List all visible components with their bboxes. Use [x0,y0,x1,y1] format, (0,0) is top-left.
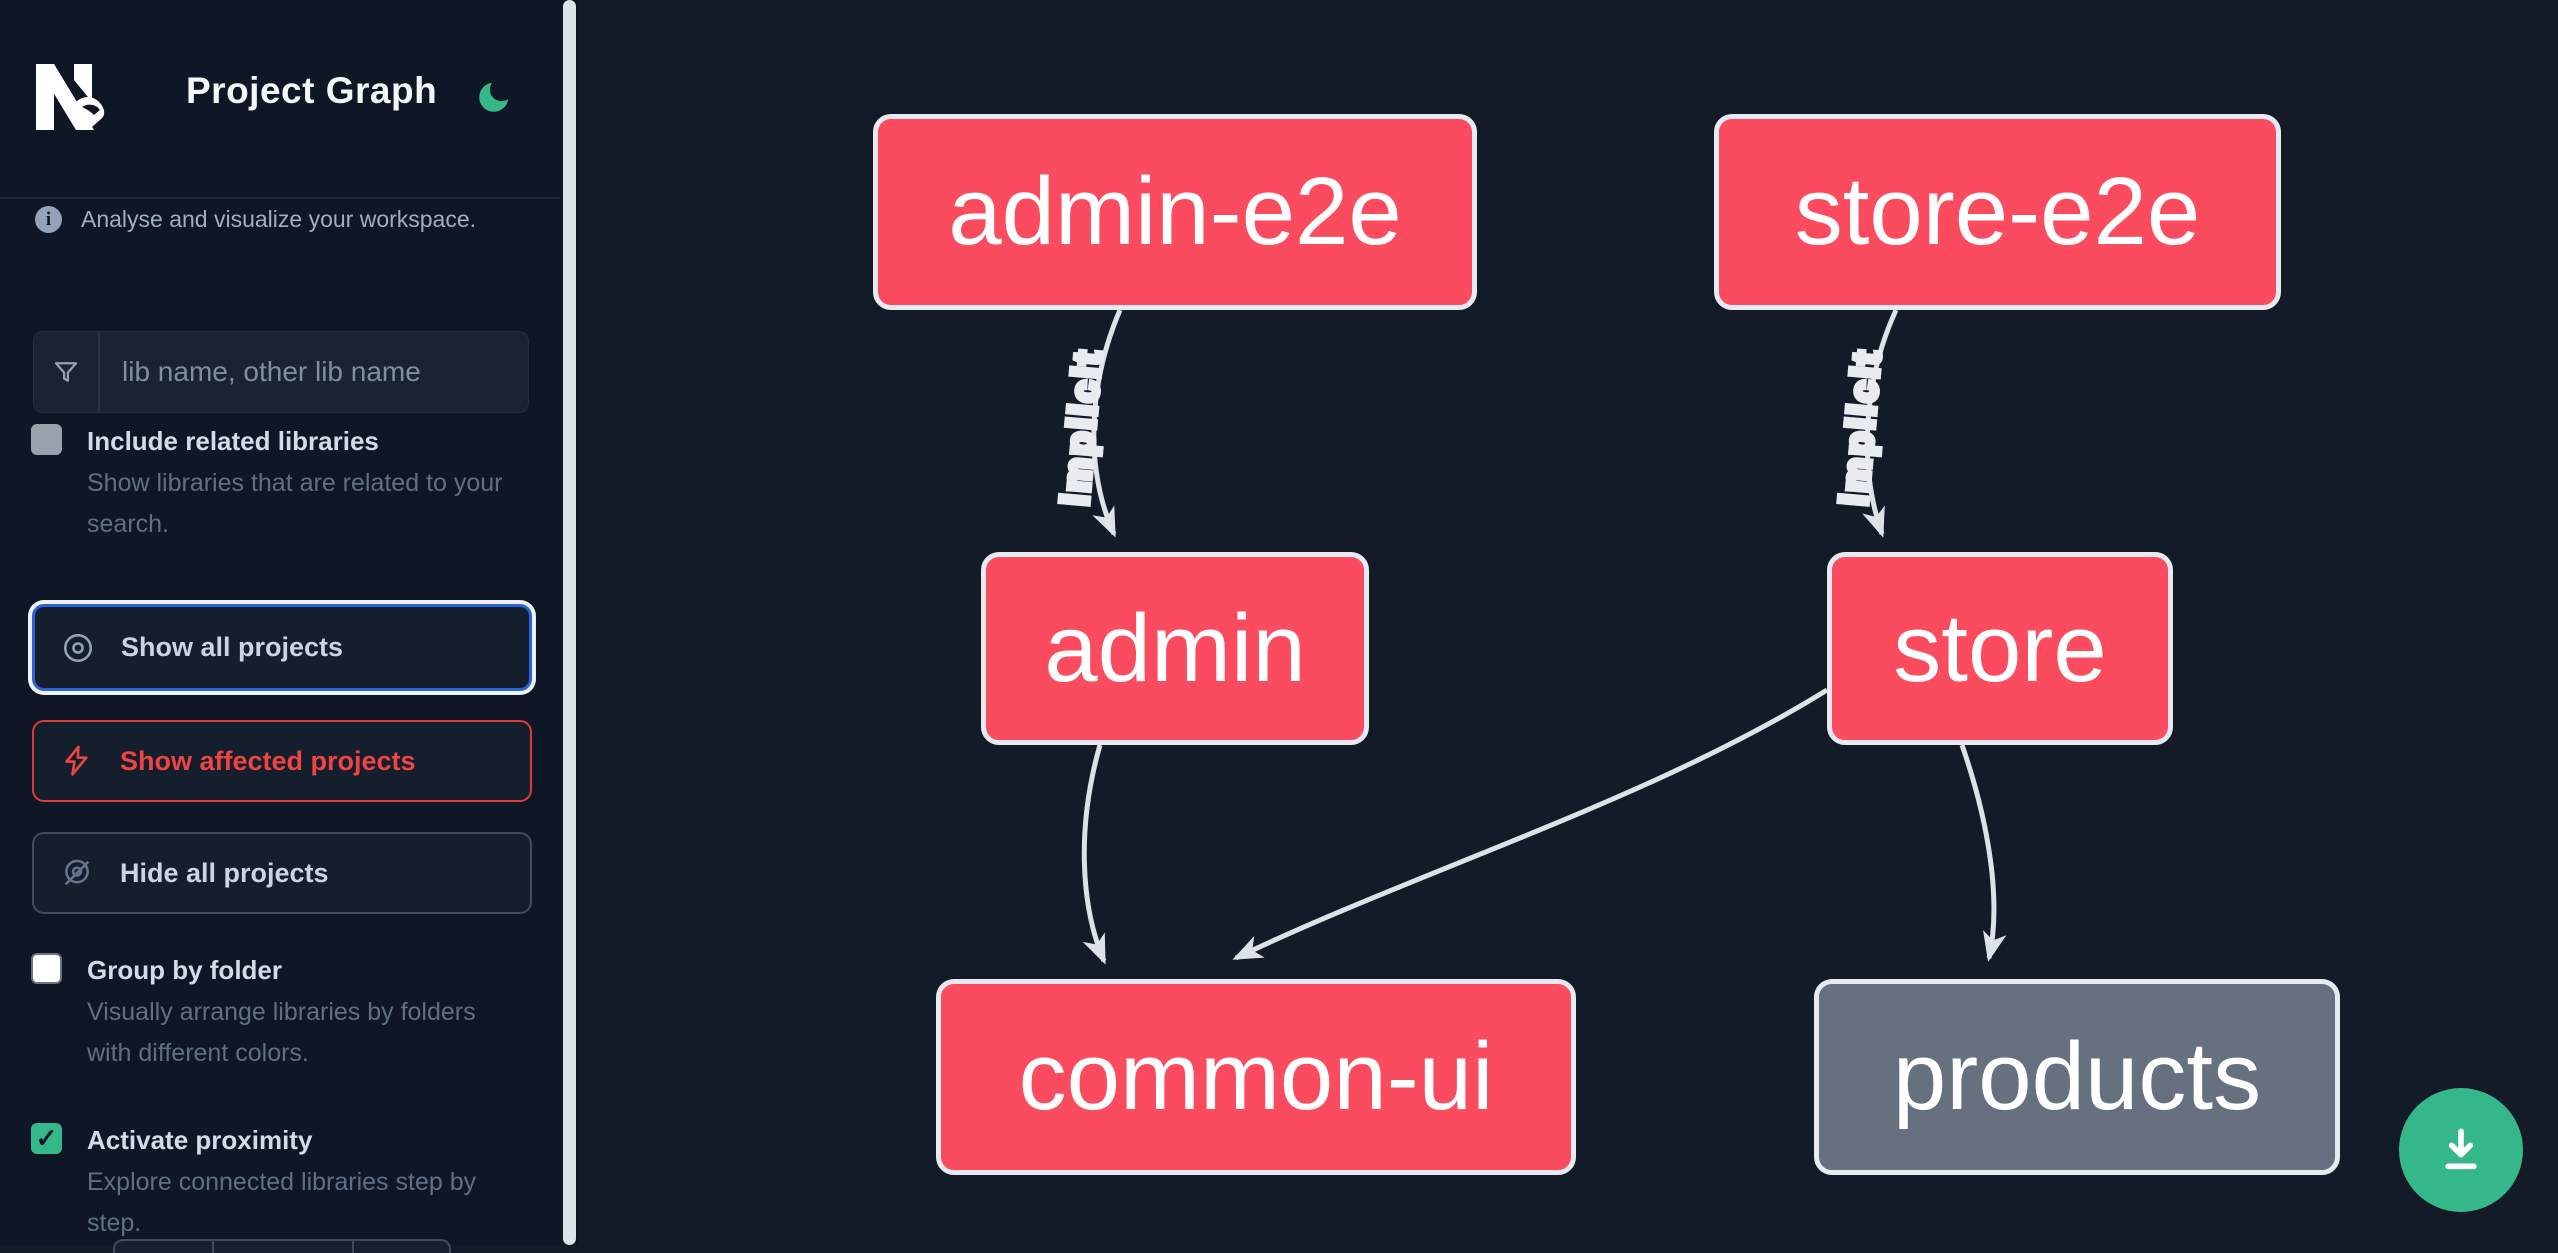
theme-moon-icon[interactable] [475,78,513,116]
show-affected-projects-button[interactable]: Show affected projects [32,720,532,802]
eye-off-icon [64,859,90,886]
info-icon: i [35,206,62,233]
toggle-description: Visually arrange libraries by folders wi… [87,998,476,1067]
sidebar-header: Project Graph [0,0,560,199]
bolt-icon [65,745,88,776]
scrollbar-thumb[interactable] [563,0,576,1245]
show-all-projects-button[interactable]: Show all projects [32,604,532,691]
eye-icon [63,633,93,662]
activate-proximity-checkbox[interactable]: ✓ [31,1123,62,1154]
toggle-label: Include related libraries [87,426,379,456]
nx-logo [36,64,105,130]
group-by-folder-checkbox[interactable] [31,953,62,984]
node-admin[interactable]: admin [981,552,1369,745]
hide-all-projects-button[interactable]: Hide all projects [32,832,532,914]
toggle-label: Activate proximity [87,1125,313,1155]
button-label: Show all projects [121,632,344,662]
toggle-include-related[interactable]: Include related libraries Show libraries… [31,421,531,545]
button-label: Show affected projects [120,745,416,776]
filter-search-box [33,331,529,413]
node-products[interactable]: products [1814,979,2340,1175]
download-icon [2445,1128,2477,1170]
toggle-description: Explore connected libraries step by step… [87,1168,477,1237]
workspace-info-text: Analyse and visualize your workspace. [81,206,477,232]
page-title: Project Graph [186,70,438,111]
toggle-activate-proximity[interactable]: ✓ Activate proximity Explore connected l… [31,1120,531,1244]
node-common-ui[interactable]: common-ui [936,979,1576,1175]
toggle-group-by-folder[interactable]: Group by folder Visually arrange librari… [31,950,531,1074]
workspace-info-row: i Analyse and visualize your workspace. [35,206,476,233]
proximity-depth-control-partial[interactable] [113,1239,451,1253]
sidebar: Project Graph i Analyse and visualize yo… [0,0,578,1253]
node-store-e2e[interactable]: store-e2e [1714,114,2281,310]
search-input[interactable] [100,332,528,412]
include-related-checkbox[interactable] [31,424,62,455]
node-store[interactable]: store [1827,552,2173,745]
toggle-label: Group by folder [87,955,282,985]
node-admin-e2e[interactable]: admin-e2e [873,114,1477,310]
download-image-button[interactable] [2399,1088,2523,1212]
button-label: Hide all projects [120,857,329,888]
funnel-icon [34,332,100,412]
toggle-description: Show libraries that are related to your … [87,469,503,538]
sidebar-scrollbar[interactable] [560,0,578,1245]
